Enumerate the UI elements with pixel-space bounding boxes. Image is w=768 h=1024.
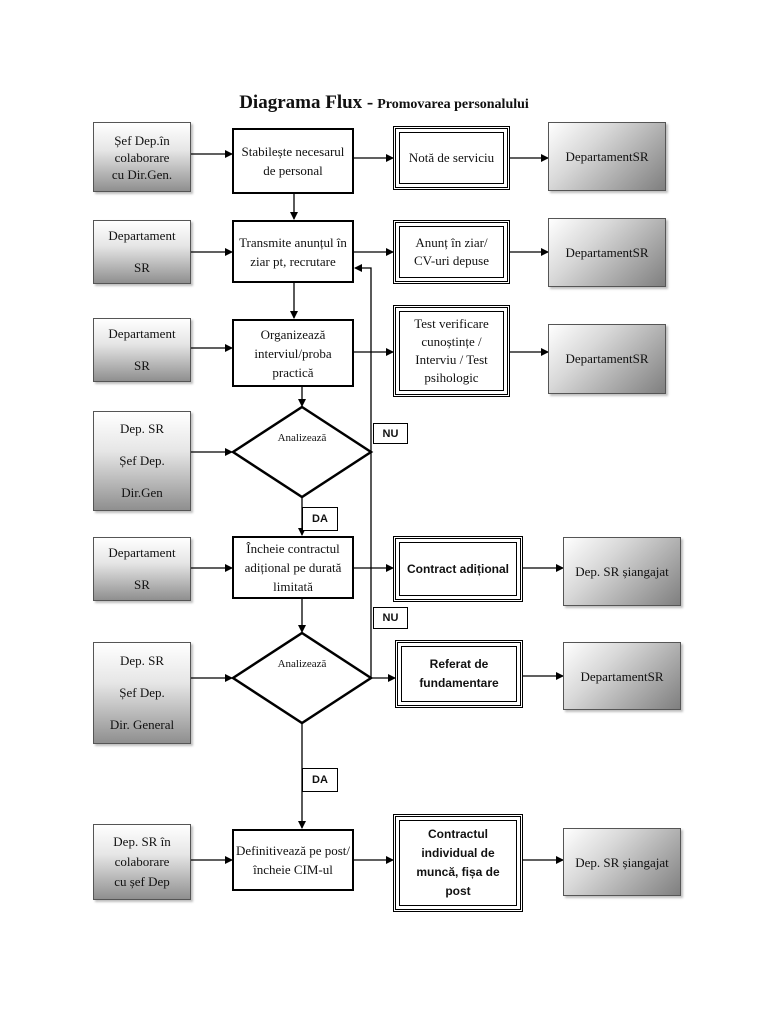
label-da-1: DA <box>302 507 338 531</box>
decision-diamond-2 <box>230 631 374 725</box>
decision-2-label: Analizează <box>277 658 327 670</box>
arrow-nu-loop-1 <box>354 264 372 452</box>
label-nu-1: NU <box>373 423 408 444</box>
decision-1-label: Analizează <box>277 432 327 444</box>
process-box-3: Organizează interviul/proba practică <box>232 319 354 387</box>
process-box-4: Încheie contractul adițional pe durată l… <box>232 536 354 599</box>
output-box-1: Departament SR <box>548 122 666 191</box>
actor-box-1: Șef Dep.în colaborare cu Dir.Gen. <box>93 122 191 192</box>
actor-box-3: Departament SR <box>93 318 191 382</box>
decision-diamond-1 <box>230 405 374 499</box>
document-box-4: Contract adițional <box>393 536 523 602</box>
document-box-6: Contractul individual de muncă, fișa de … <box>393 814 523 912</box>
process-box-1: Stabilește necesarul de personal <box>232 128 354 194</box>
label-nu-2: NU <box>373 607 408 629</box>
actor-box-5: Departament SR <box>93 537 191 601</box>
output-box-6: Dep. SR și angajat <box>563 828 681 896</box>
title-main: Diagrama Flux - <box>239 92 374 113</box>
title-subtitle: Promovarea personalului <box>377 97 529 112</box>
output-box-3: Departament SR <box>548 324 666 394</box>
output-box-2: Departament SR <box>548 218 666 287</box>
actor-box-2: Departament SR <box>93 220 191 284</box>
process-box-5: Definitivează pe post/încheie CIM-ul <box>232 829 354 891</box>
document-box-5: Referat de fundamentare <box>395 640 523 708</box>
output-box-5: Departament SR <box>563 642 681 710</box>
document-box-1: Notă de serviciu <box>393 126 510 190</box>
document-box-2: Anunț în ziar/ CV-uri depuse <box>393 220 510 284</box>
output-box-4: Dep. SR și angajat <box>563 537 681 606</box>
diagram-title: Diagrama Flux - Promovarea personalului <box>0 92 768 114</box>
process-box-2: Transmite anunțul în ziar pt, recrutare <box>232 220 354 283</box>
actor-box-4: Dep. SR Șef Dep. Dir.Gen <box>93 411 191 511</box>
document-box-3: Test verificare cunoștințe / Interviu / … <box>393 305 510 397</box>
actor-box-7: Dep. SR în colaborare cu șef Dep <box>93 824 191 900</box>
actor-box-6: Dep. SR Șef Dep. Dir. General <box>93 642 191 744</box>
label-da-2: DA <box>302 768 338 792</box>
